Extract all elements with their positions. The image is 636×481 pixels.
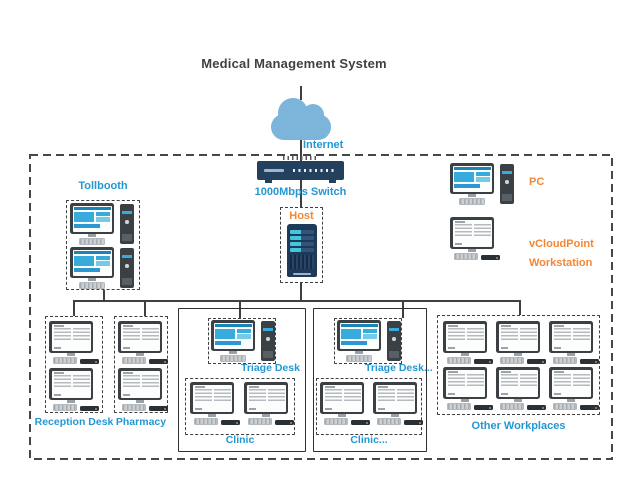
reception-label: Reception Desk: [34, 416, 114, 428]
workstation-icon: [116, 368, 168, 412]
workstation-icon: [441, 367, 493, 411]
server-bay: [290, 236, 314, 240]
clinic-label-2: Clinic...: [350, 434, 388, 446]
tollbooth-devices: [70, 203, 134, 289]
server-base: [293, 272, 311, 275]
link-bus-reception: [73, 300, 75, 316]
triage-desk-label-1: Triage Desk: [241, 362, 300, 374]
reception-group-box: [45, 316, 103, 413]
bus-line: [73, 300, 520, 302]
link-bus-triage2: [402, 300, 404, 318]
switch-foot: [265, 180, 272, 183]
workstation-icon: [47, 368, 99, 412]
link-bus-pharmacy: [144, 300, 146, 316]
triage-desk-box-1: [208, 318, 276, 364]
internet-label: Internet: [303, 139, 344, 151]
workstation-icon: [318, 382, 370, 426]
workstation-icon: [547, 321, 599, 365]
workstation-icon: [547, 367, 599, 411]
host-group-box: [280, 207, 323, 283]
server-vents: [290, 255, 314, 269]
link-host-bus: [300, 283, 302, 301]
host-server-icon: [287, 224, 317, 277]
link-title-cloud: [300, 86, 302, 100]
department-group-box-2: [313, 308, 427, 452]
legend-pc-icon-slot: [450, 163, 514, 205]
pc-icon: [337, 320, 401, 362]
switch-foot: [329, 180, 336, 183]
server-bay: [290, 242, 314, 246]
workstation-icon: [494, 321, 546, 365]
tollbooth-group-box: [66, 200, 140, 290]
pc-icon: [450, 163, 514, 205]
triage-desk-box-2: [334, 318, 402, 364]
reception-devices: [47, 321, 99, 412]
workstation-icon: [441, 321, 493, 365]
pc-icon: [211, 320, 275, 362]
switch-label: 1000Mbps Switch: [254, 186, 347, 198]
workstation-icon: [448, 217, 500, 261]
department-group-box-1: [178, 308, 306, 452]
pc-icon: [70, 247, 134, 289]
link-switch-host: [300, 180, 302, 208]
clinic-box-1: [185, 378, 295, 435]
switch-vents: [283, 156, 319, 160]
workstation-icon: [494, 367, 546, 411]
triage-desk-devices-2: [337, 320, 401, 362]
other-workplaces-devices: [441, 321, 599, 411]
network-switch-icon: [257, 161, 344, 180]
workstation-icon: [116, 321, 168, 365]
clinic-devices-2: [318, 382, 423, 426]
workstation-icon: [242, 382, 294, 426]
link-bus-other: [519, 300, 521, 315]
switch-stripe: [264, 169, 284, 172]
workstation-icon: [47, 321, 99, 365]
link-bus-triage1: [239, 300, 241, 318]
triage-desk-label-2: Triage Desk...: [365, 362, 433, 374]
pc-icon: [70, 203, 134, 245]
legend-workstation-label: vCloudPoint Workstation: [529, 238, 594, 270]
switch-port-leds: [293, 169, 337, 172]
triage-desk-devices-1: [211, 320, 275, 362]
other-workplaces-box: [437, 315, 600, 415]
page-title: Medical Management System: [201, 56, 387, 71]
pharmacy-devices: [116, 321, 168, 412]
clinic-box-2: [316, 378, 422, 435]
host-label: Host: [289, 210, 314, 222]
pharmacy-label: Pharmacy: [115, 416, 167, 428]
legend-pc-label: PC: [529, 176, 545, 188]
other-workplaces-label: Other Workplaces: [471, 420, 566, 432]
server-bay: [290, 248, 314, 252]
server-bay: [290, 230, 314, 234]
tollbooth-label: Tollbooth: [78, 180, 128, 192]
clinic-devices-1: [188, 382, 294, 426]
link-cloud-switch: [300, 139, 302, 162]
pharmacy-group-box: [114, 316, 168, 413]
legend-workstation-icon-slot: [448, 217, 500, 261]
internet-cloud-icon: [271, 98, 331, 140]
workstation-icon: [188, 382, 240, 426]
link-tollbooth-bus: [103, 290, 105, 301]
clinic-label-1: Clinic: [225, 434, 255, 446]
workstation-icon: [371, 382, 423, 426]
